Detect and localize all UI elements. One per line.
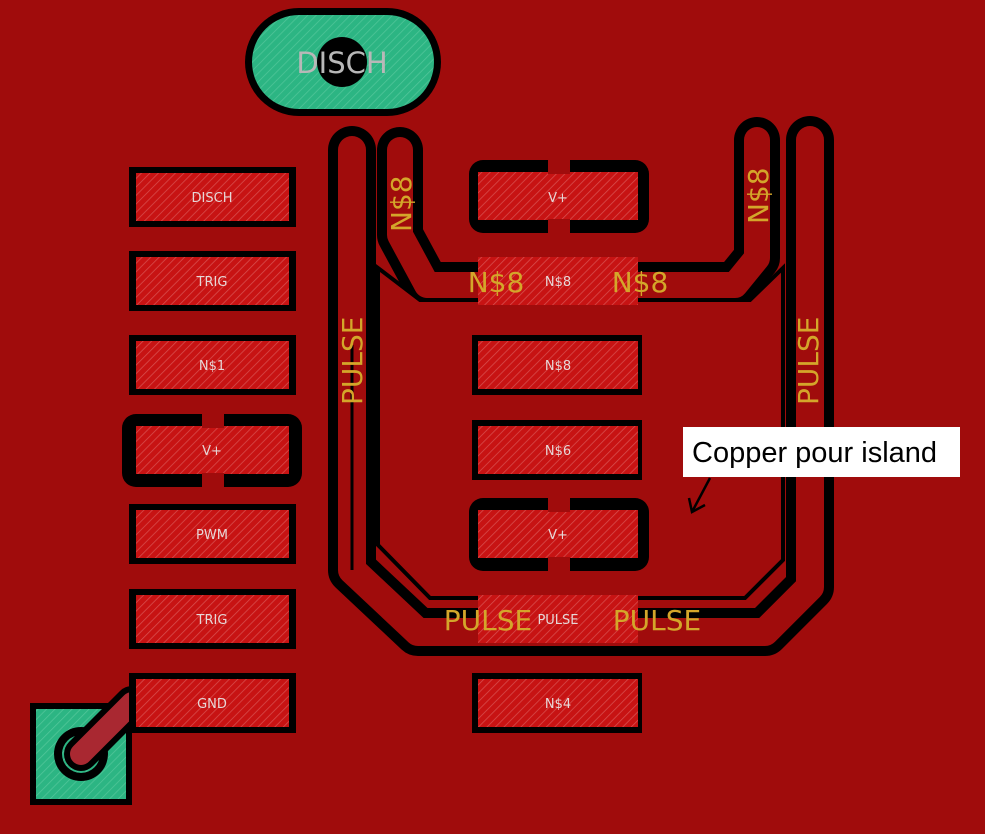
net-label-n8: N$8 xyxy=(468,266,525,299)
smd-pad-left-4[interactable]: V+ xyxy=(122,412,302,489)
pad-label: V+ xyxy=(548,528,568,543)
smd-pad-right-5[interactable]: V+ xyxy=(469,496,649,573)
gnd-trace xyxy=(64,686,149,771)
net-label-pulse: PULSE xyxy=(613,604,701,637)
callout-text: Copper pour island xyxy=(692,437,937,469)
smd-pad-right-3[interactable]: N$8 xyxy=(472,335,642,395)
smd-pad-left-6[interactable]: TRIG xyxy=(129,589,296,649)
smd-pad-left-1[interactable]: DISCH xyxy=(129,167,296,227)
smd-pad-right-1[interactable]: V+ xyxy=(469,158,649,235)
smd-pad-right-2[interactable]: N$8 xyxy=(478,257,638,305)
net-label-n8: N$8 xyxy=(742,167,775,224)
pad-label: GND xyxy=(197,697,227,712)
pad-label: V+ xyxy=(202,444,222,459)
pad-label: N$6 xyxy=(545,444,571,459)
callout-box xyxy=(683,427,960,477)
smd-pad-left-3[interactable]: N$1 xyxy=(129,335,296,395)
smd-pad-left-7[interactable]: GND xyxy=(129,673,296,733)
net-label-pulse: PULSE xyxy=(444,604,532,637)
pad-label: N$4 xyxy=(545,697,571,712)
pad-label: TRIG xyxy=(196,613,228,628)
pad-label: V+ xyxy=(548,191,568,206)
net-label-pulse: PULSE xyxy=(336,317,369,405)
pad-label: N$8 xyxy=(545,275,571,290)
smd-pad-right-7[interactable]: N$4 xyxy=(472,673,642,733)
smd-pad-left-2[interactable]: TRIG xyxy=(129,251,296,311)
net-label-n8: N$8 xyxy=(385,175,418,232)
net-label-n8: N$8 xyxy=(612,266,669,299)
through-hole-pad-disch[interactable]: DISCH xyxy=(245,8,441,116)
pad-label: PWM xyxy=(196,528,228,543)
pad-label: N$8 xyxy=(545,359,571,374)
pad-label: TRIG xyxy=(196,275,228,290)
pad-label: PULSE xyxy=(537,613,578,628)
smd-pad-left-5[interactable]: PWM xyxy=(129,504,296,564)
net-label-pulse: PULSE xyxy=(792,317,825,405)
callout: Copper pour island xyxy=(683,427,960,514)
through-hole-label: DISCH xyxy=(296,46,387,80)
smd-pad-right-4[interactable]: N$6 xyxy=(472,420,642,480)
smd-pad-right-6[interactable]: PULSE xyxy=(478,595,638,643)
arrow-icon xyxy=(687,477,712,514)
pad-label: DISCH xyxy=(192,191,233,206)
pad-label: N$1 xyxy=(199,359,225,374)
